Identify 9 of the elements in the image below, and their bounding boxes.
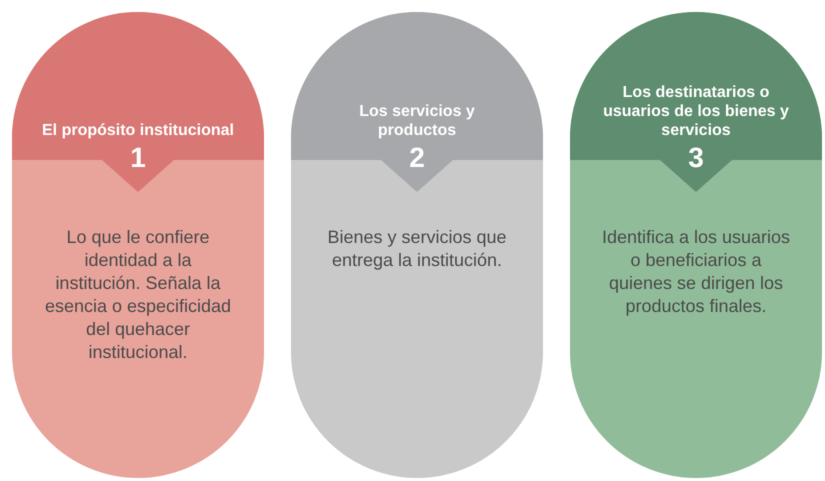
description: Bienes y servicios que entrega la institución. bbox=[326, 226, 508, 272]
heading: Los destinatarios o usuarios de los bienes y servicios bbox=[602, 83, 790, 140]
description: Lo que le confiere identidad a la institución. Señala la esencia o especificidad del quehacer institucional. bbox=[44, 226, 232, 364]
step-number: 2 bbox=[409, 142, 425, 174]
description: Identifica a los usuarios o beneficiarios a quienes se dirigen los productos finales. bbox=[600, 226, 792, 318]
heading: Los servicios y productos bbox=[358, 102, 476, 140]
heading: El propósito institucional bbox=[42, 121, 234, 140]
step-number: 1 bbox=[130, 142, 146, 174]
step-number: 3 bbox=[688, 142, 704, 174]
